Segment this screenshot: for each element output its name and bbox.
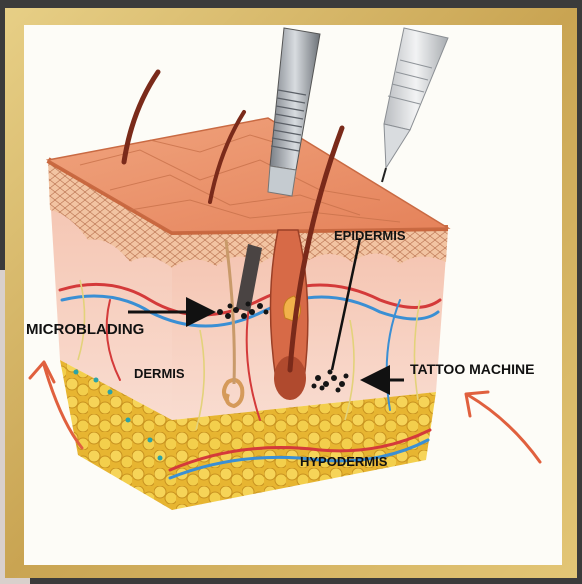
tattoo-machine-label: TATTOO MACHINE: [410, 361, 534, 377]
hypodermis-label: HYPODERMIS: [300, 454, 388, 469]
dermis-label: DERMIS: [134, 366, 185, 381]
epidermis-label: EPIDERMIS: [334, 228, 406, 243]
microblading-label: MICROBLADING: [26, 321, 144, 338]
